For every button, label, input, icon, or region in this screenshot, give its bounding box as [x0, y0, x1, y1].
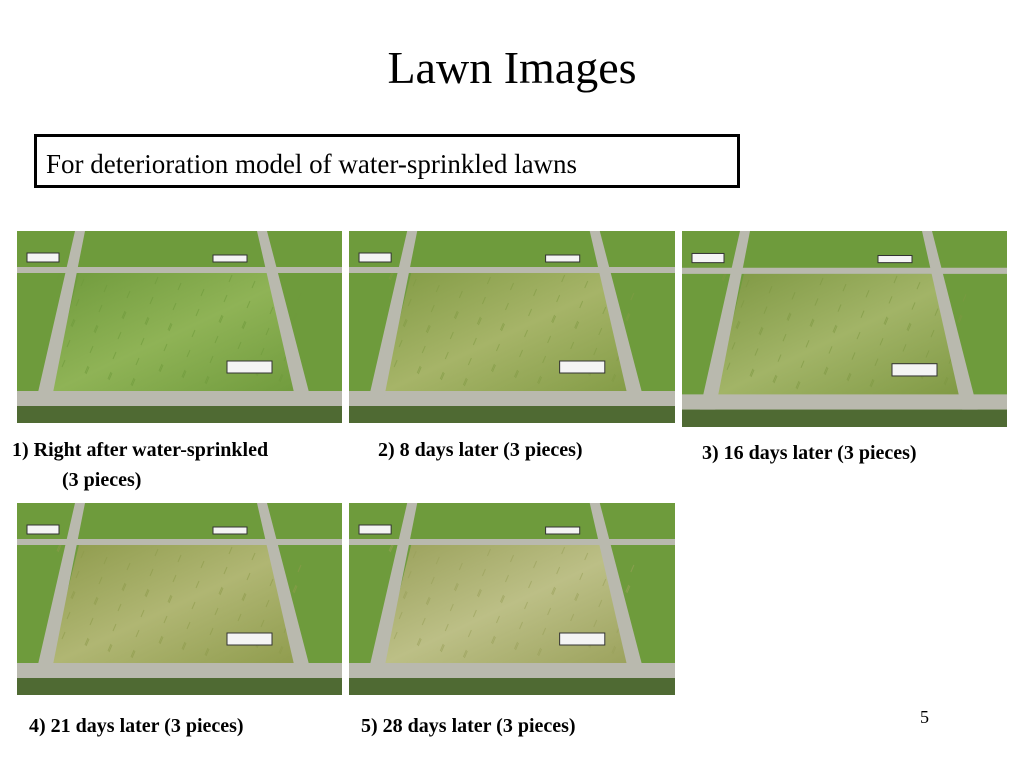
concrete-divider [17, 267, 342, 273]
slide-title: Lawn Images [387, 42, 637, 93]
plot-sign [226, 632, 273, 646]
plot-sign [559, 632, 606, 646]
photo-1-caption-line-1: 1) Right after water-sprinkled [12, 439, 269, 461]
concrete-divider [349, 267, 675, 273]
plot-sign [212, 254, 248, 263]
plot-sign [891, 363, 938, 377]
concrete-divider [31, 231, 85, 423]
lawn-photo-2 [349, 231, 675, 423]
subtitle-box: For deterioration model of water-sprinkl… [34, 134, 740, 188]
concrete-divider [31, 503, 85, 695]
plot-sign [545, 254, 581, 263]
plot-sign [559, 360, 606, 374]
lawn-photo-image [682, 231, 1007, 427]
photo-2-caption: 2) 8 days later (3 pieces) [378, 439, 583, 461]
plot-sign [358, 252, 392, 263]
concrete-divider [922, 231, 982, 427]
concrete-divider [257, 231, 317, 423]
plot-sign [545, 526, 581, 535]
lawn-photo-4 [17, 503, 342, 695]
plot-sign [26, 524, 60, 535]
concrete-divider [257, 503, 317, 695]
concrete-divider [17, 663, 342, 678]
concrete-divider [363, 503, 418, 695]
lawn-photo-5 [349, 503, 675, 695]
lawn-photo-image [17, 503, 342, 695]
plot-sign [212, 526, 248, 535]
concrete-divider [682, 394, 1007, 410]
concrete-divider [349, 663, 675, 678]
page-number: 5 [920, 707, 929, 727]
concrete-divider [363, 231, 418, 423]
concrete-divider [696, 231, 750, 427]
plot-sign [691, 252, 725, 264]
photo-5-caption: 5) 28 days later (3 pieces) [361, 715, 576, 737]
concrete-divider [682, 267, 1007, 274]
lawn-photo-image [349, 503, 675, 695]
photo-4-caption: 4) 21 days later (3 pieces) [29, 715, 244, 737]
concrete-divider [17, 539, 342, 545]
concrete-divider [349, 539, 675, 545]
plot-sign [358, 524, 392, 535]
plot-sign [877, 254, 913, 264]
concrete-divider [17, 391, 342, 406]
subtitle-text: For deterioration model of water-sprinkl… [46, 149, 578, 179]
lawn-photo-1 [17, 231, 342, 423]
concrete-divider [589, 503, 650, 695]
lawn-photo-image [349, 231, 675, 423]
photo-1-caption-line-2: (3 pieces) [62, 469, 142, 491]
photo-3-caption: 3) 16 days later (3 pieces) [702, 442, 917, 464]
plot-sign [26, 252, 60, 263]
concrete-divider [349, 391, 675, 406]
concrete-divider [589, 231, 650, 423]
lawn-photo-image [17, 231, 342, 423]
plot-sign [226, 360, 273, 374]
lawn-photo-3 [682, 231, 1007, 427]
